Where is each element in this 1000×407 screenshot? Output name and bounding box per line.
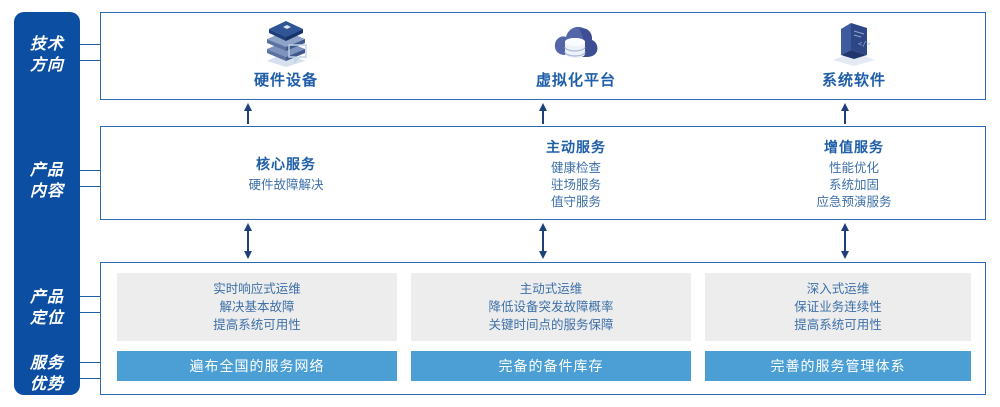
position-box-line: 解决基本故障 xyxy=(219,300,295,314)
sidebar-item-label: 产品 xyxy=(29,162,64,179)
position-box-proactive[interactable]: 主动式运维 降低设备突发故障概率 关键时间点的服务保障 xyxy=(411,273,691,341)
content-column-line: 健康检查 xyxy=(550,161,601,175)
cloud-database-icon xyxy=(549,19,603,67)
tech-column-label: 硬件设备 xyxy=(253,72,318,89)
sidebar-item-label: 服务 xyxy=(29,355,64,372)
position-box-deep[interactable]: 深入式运维 保证业务连续性 提高系统可用性 xyxy=(705,273,971,341)
sidebar-item-product-position[interactable]: 产品 定位 xyxy=(14,287,80,329)
position-box-line: 提高系统可用性 xyxy=(213,318,301,332)
position-box-line: 实时响应式运维 xyxy=(213,282,301,296)
tech-column-virtualization[interactable]: 虚拟化平台 xyxy=(431,13,721,101)
advantage-bar-management-system[interactable]: 完善的服务管理体系 xyxy=(705,351,971,381)
product-position-panel: 实时响应式运维 解决基本故障 提高系统可用性 主动式运维 降低设备突发故障概率 … xyxy=(100,262,986,395)
tech-column-label: 虚拟化平台 xyxy=(535,72,616,89)
arrow-up-icon xyxy=(536,101,550,130)
position-box-line: 提高系统可用性 xyxy=(794,318,882,332)
connector-line-tech-1 xyxy=(80,44,101,45)
sidebar-item-label: 方向 xyxy=(29,57,64,74)
content-column-line: 驻场服务 xyxy=(550,178,601,192)
content-column-title: 核心服务 xyxy=(256,156,316,172)
tech-direction-panel: 硬件设备 虚拟化平台 xyxy=(100,12,986,100)
advantage-bar-label: 完善的服务管理体系 xyxy=(770,358,906,374)
content-column-proactive-service[interactable]: 主动服务 健康检查 驻场服务 值守服务 xyxy=(431,127,721,221)
advantage-bar-label: 完备的备件库存 xyxy=(498,358,604,374)
category-sidebar: 技术 方向 产品 内容 产品 定位 服务 优势 xyxy=(14,12,80,395)
position-box-line: 关键时间点的服务保障 xyxy=(488,318,614,332)
arrow-up-down-icon xyxy=(838,222,852,265)
content-column-line: 硬件故障解决 xyxy=(248,178,324,192)
content-column-line: 应急预演服务 xyxy=(816,195,892,209)
connector-line-tech-2 xyxy=(80,60,101,61)
connector-line-advantage-2 xyxy=(80,378,101,379)
advantage-bar-service-network[interactable]: 遍布全国的服务网络 xyxy=(117,351,397,381)
laptop-code-icon: </> xyxy=(827,19,881,67)
svg-text:</>: </> xyxy=(858,40,871,48)
content-column-line: 系统加固 xyxy=(828,178,879,192)
sidebar-item-tech-direction[interactable]: 技术 方向 xyxy=(14,34,80,76)
arrow-up-down-icon xyxy=(536,222,550,265)
position-box-realtime[interactable]: 实时响应式运维 解决基本故障 提高系统可用性 xyxy=(117,273,397,341)
sidebar-item-label: 内容 xyxy=(29,183,64,200)
position-box-line: 深入式运维 xyxy=(806,282,870,296)
connector-line-advantage-1 xyxy=(80,362,101,363)
server-stack-icon xyxy=(259,19,313,67)
sidebar-item-service-advantage[interactable]: 服务 优势 xyxy=(14,353,80,395)
sidebar-item-label: 定位 xyxy=(29,310,64,327)
sidebar-item-label: 产品 xyxy=(29,289,64,306)
content-column-title: 增值服务 xyxy=(824,139,884,155)
arrow-up-icon xyxy=(241,101,255,130)
content-column-value-added-service[interactable]: 增值服务 性能优化 系统加固 应急预演服务 xyxy=(721,127,987,221)
arrow-up-icon xyxy=(838,101,852,130)
connector-line-position-1 xyxy=(80,296,101,297)
position-box-line: 主动式运维 xyxy=(519,282,583,296)
position-box-line: 保证业务连续性 xyxy=(794,300,882,314)
product-content-panel: 核心服务 硬件故障解决 主动服务 健康检查 驻场服务 值守服务 增值服务 性能优… xyxy=(100,126,986,220)
tech-column-system-software[interactable]: </> 系统软件 xyxy=(721,13,987,101)
tech-column-hardware[interactable]: 硬件设备 xyxy=(141,13,431,101)
content-column-core-service[interactable]: 核心服务 硬件故障解决 xyxy=(141,127,431,221)
content-column-line: 性能优化 xyxy=(828,161,879,175)
advantage-bar-spare-parts[interactable]: 完备的备件库存 xyxy=(411,351,691,381)
connector-line-content-2 xyxy=(80,186,101,187)
position-box-line: 降低设备突发故障概率 xyxy=(488,300,614,314)
connector-line-content-1 xyxy=(80,170,101,171)
tech-column-label: 系统软件 xyxy=(821,72,886,89)
content-column-line: 值守服务 xyxy=(550,195,601,209)
content-column-title: 主动服务 xyxy=(546,139,606,155)
connector-line-position-2 xyxy=(80,312,101,313)
sidebar-item-label: 优势 xyxy=(29,376,64,393)
sidebar-item-label: 技术 xyxy=(29,36,64,53)
sidebar-item-product-content[interactable]: 产品 内容 xyxy=(14,160,80,202)
advantage-bar-label: 遍布全国的服务网络 xyxy=(189,358,325,374)
arrow-up-down-icon xyxy=(241,222,255,265)
